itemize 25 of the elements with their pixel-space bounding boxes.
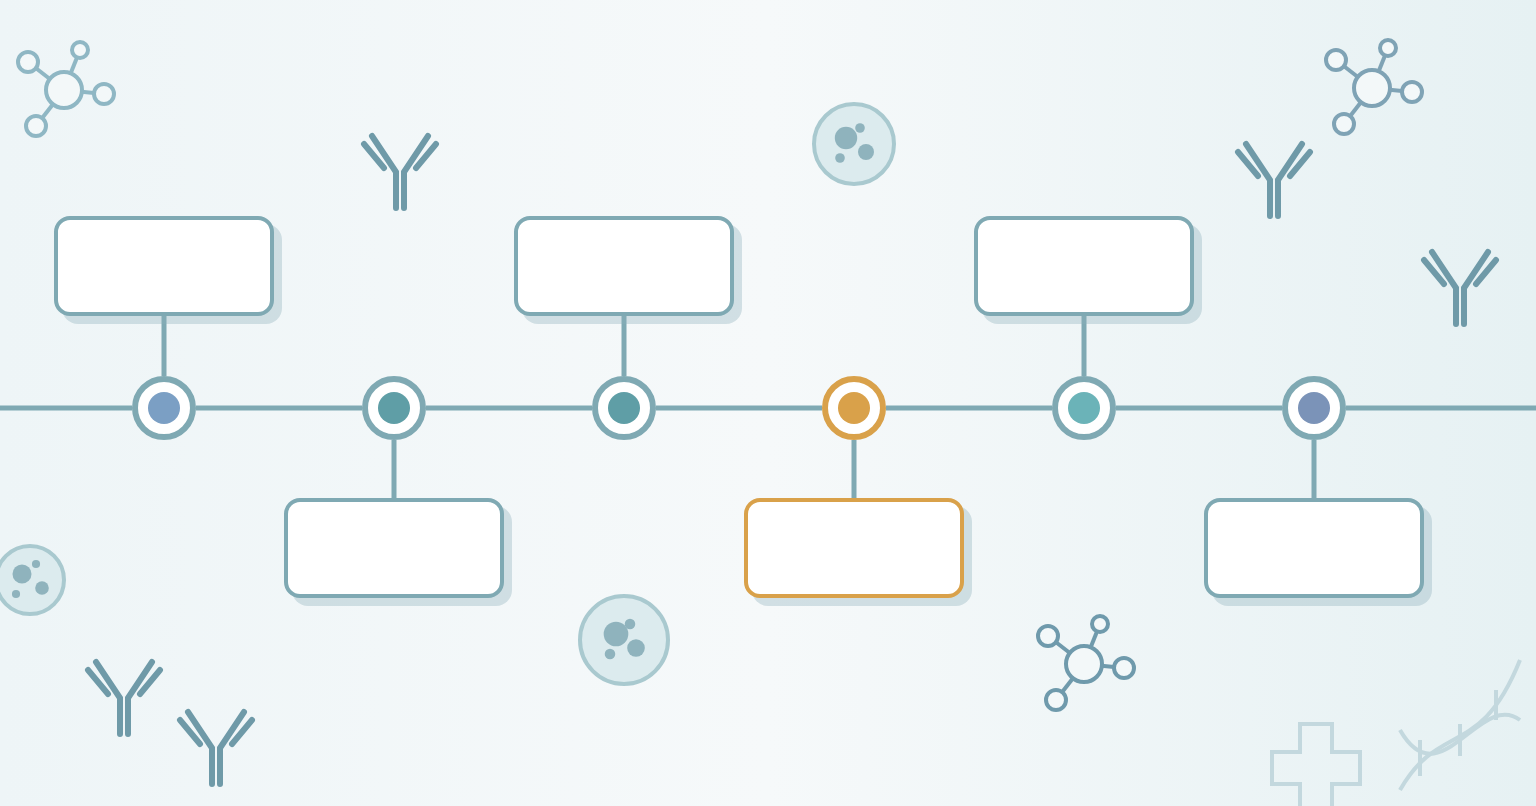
connector-line [886,405,1052,411]
connector-line [426,405,592,411]
connector-line [621,316,627,376]
timeline-marker [132,376,196,440]
timeline-line [1346,405,1536,411]
connector-line [656,405,822,411]
text-box [974,216,1194,316]
connector-line [196,405,362,411]
text-box [1204,498,1424,598]
connector-line [1081,316,1087,376]
timeline-marker [822,376,886,440]
timeline-marker [592,376,656,440]
timeline-line [0,405,132,411]
connector-line [1116,405,1282,411]
connector-line [391,440,397,498]
text-box [514,216,734,316]
text-box [284,498,504,598]
text-box [54,216,274,316]
connector-line [1311,440,1317,498]
connector-line [851,440,857,498]
text-box [744,498,964,598]
connector-line [161,316,167,376]
timeline-marker [362,376,426,440]
timeline-marker [1282,376,1346,440]
timeline-marker [1052,376,1116,440]
